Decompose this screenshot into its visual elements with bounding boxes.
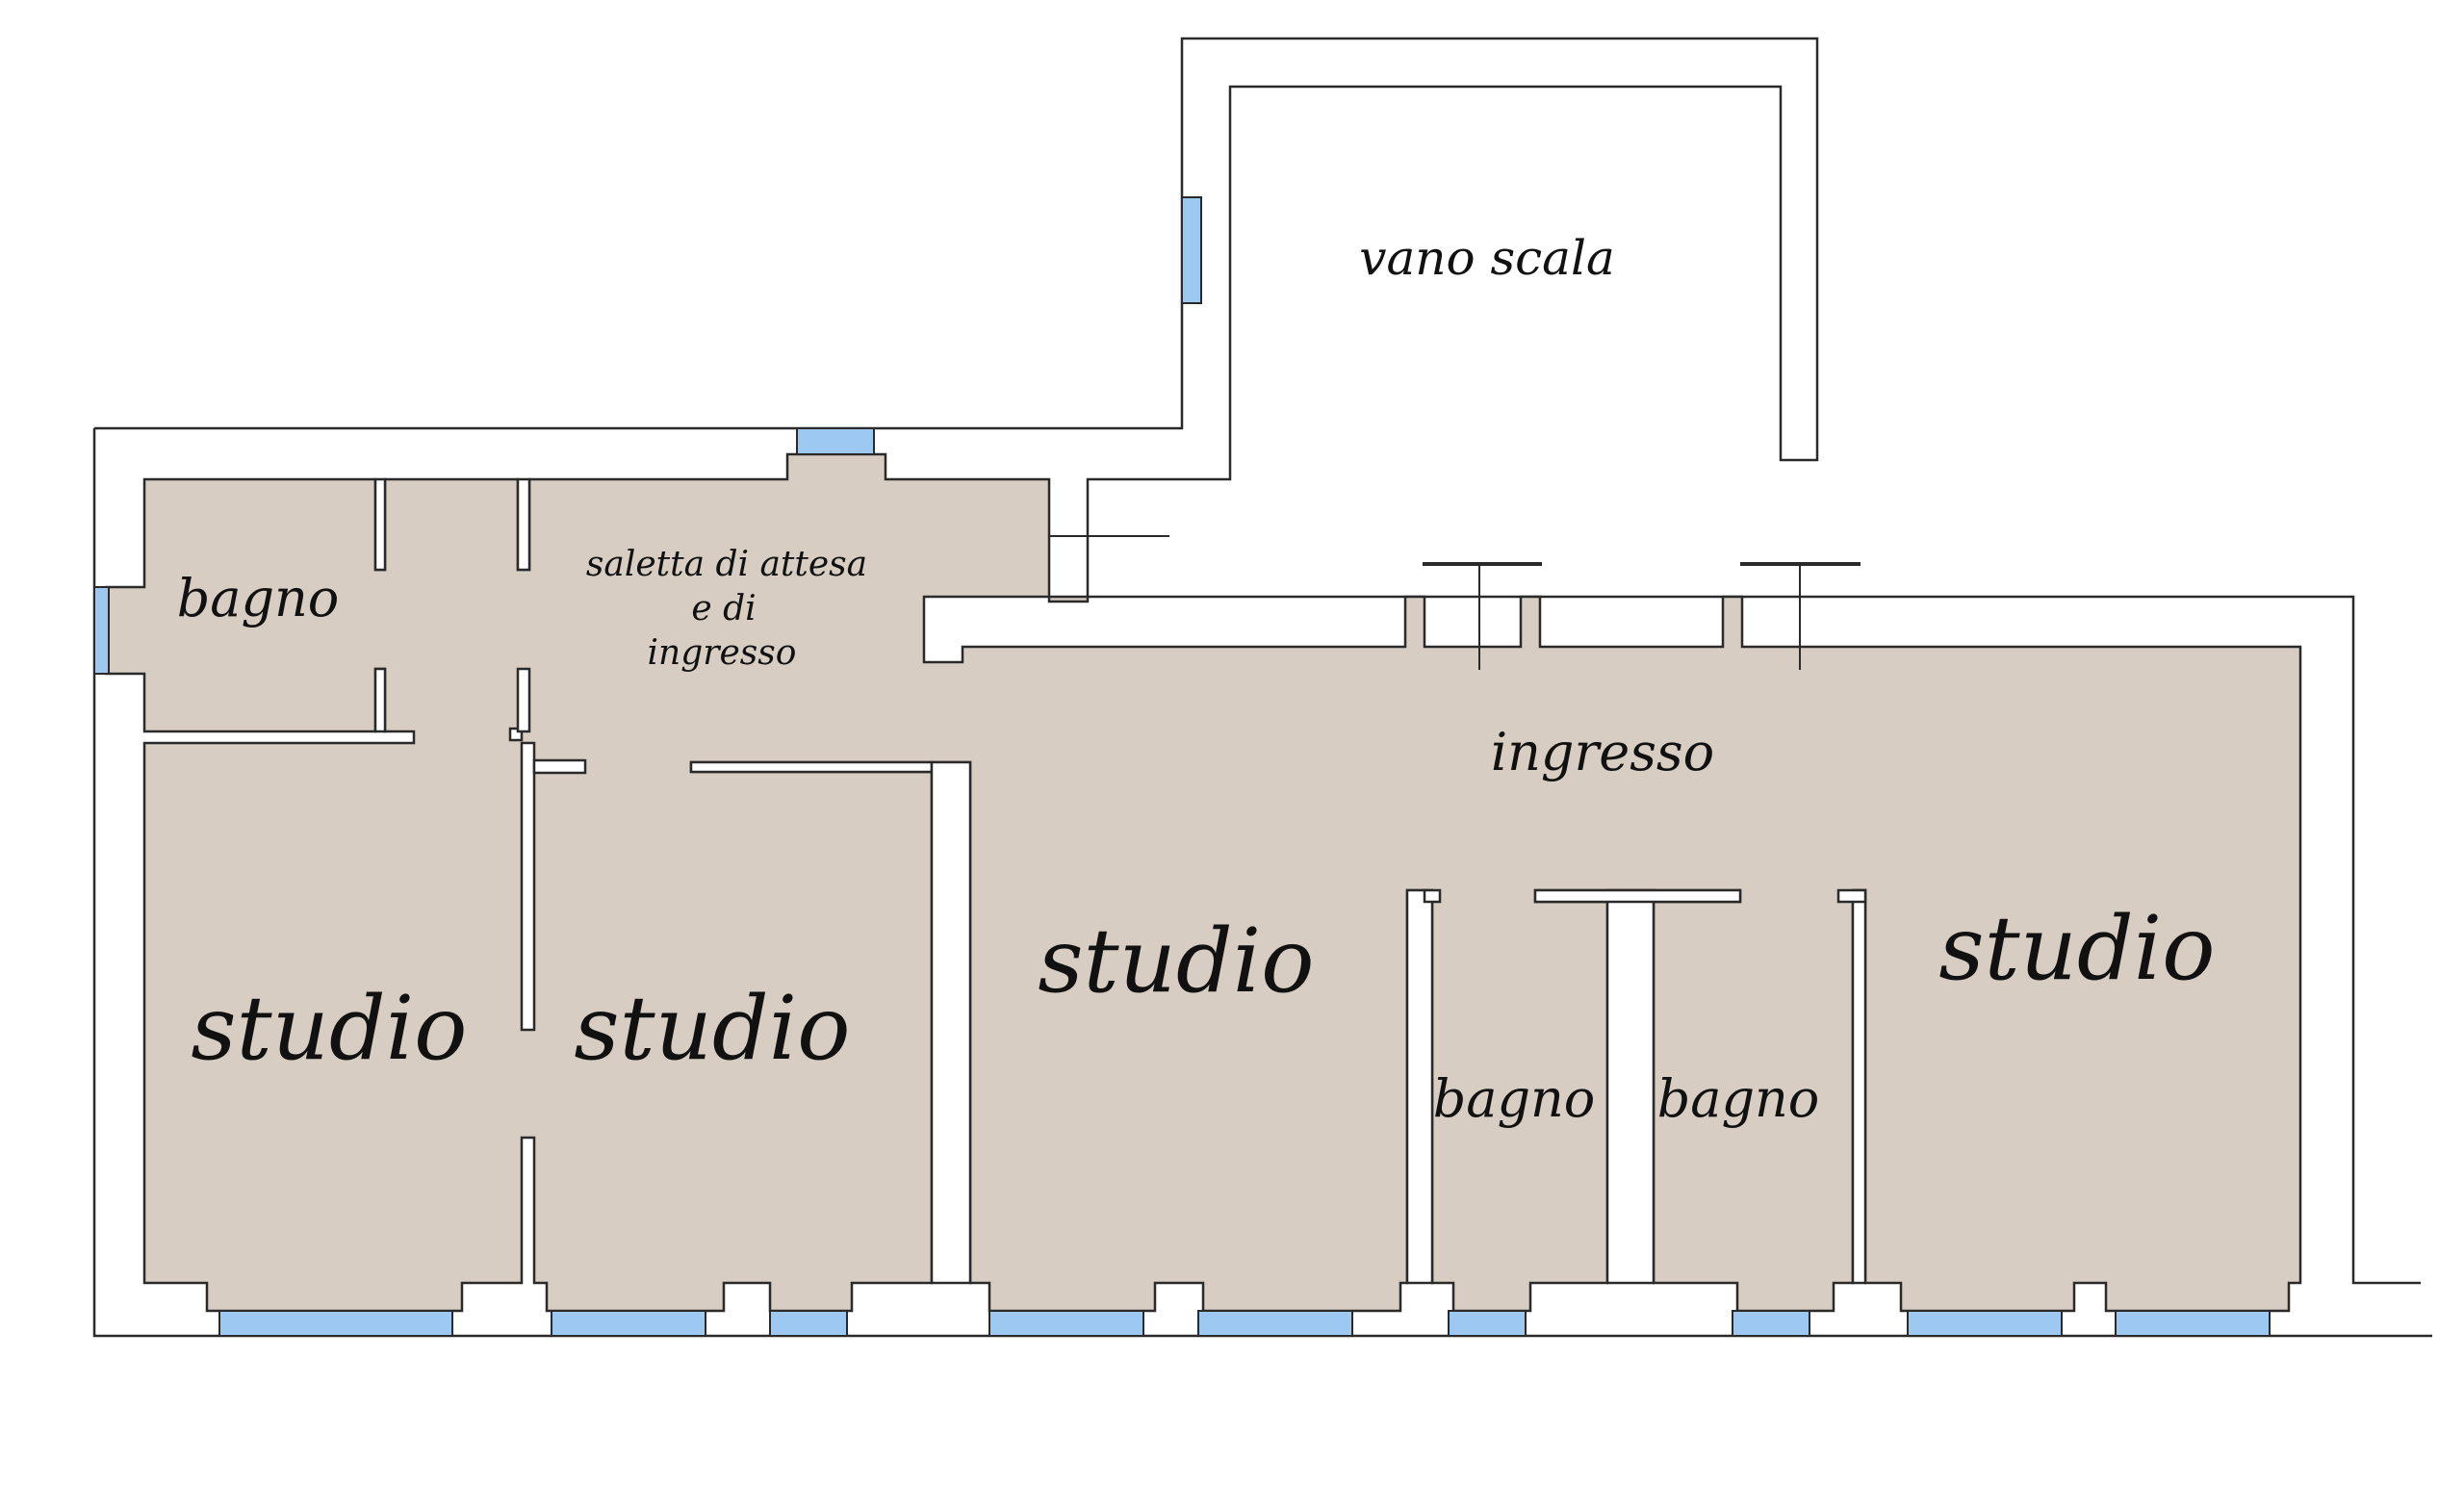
label-vano-scala: vano scala (1359, 230, 1615, 286)
window-studio-4b (2115, 1310, 2271, 1337)
window-bagno-west (93, 586, 110, 675)
room-bagno-nw (104, 452, 2302, 1313)
label-saletta-line3: ingresso (648, 633, 797, 673)
window-bagno-1 (1448, 1310, 1527, 1337)
room-floors (104, 452, 2302, 1313)
windows (93, 196, 2271, 1337)
label-studio-1: studio (191, 977, 467, 1080)
window-stair (1181, 196, 1202, 304)
label-studio-3: studio (1038, 910, 1314, 1012)
label-bagno-2: bagno (1657, 1068, 1820, 1129)
label-saletta-line2: e di (691, 589, 756, 628)
window-studio-4a (1907, 1310, 2063, 1337)
label-bagno-nw: bagno (177, 568, 340, 628)
window-studio-3a (988, 1310, 1144, 1337)
label-ingresso: ingresso (1491, 722, 1714, 782)
outer-walls (92, 37, 2432, 1338)
window-studio-1 (218, 1310, 453, 1337)
label-studio-4: studio (1938, 897, 2215, 1000)
window-studio-2b (769, 1310, 848, 1337)
label-bagno-1: bagno (1433, 1068, 1596, 1129)
label-saletta-line1: saletta di attesa (586, 545, 867, 584)
window-studio-2a (551, 1310, 706, 1337)
label-studio-2: studio (574, 977, 850, 1080)
interior-walls (373, 477, 1867, 1285)
window-saletta-top (796, 427, 875, 455)
door-marks (1049, 479, 1861, 670)
room-labels: vano scala bagno saletta di attesa e di … (177, 230, 2216, 1129)
window-bagno-2 (1732, 1310, 1810, 1337)
window-studio-3b (1197, 1310, 1353, 1337)
